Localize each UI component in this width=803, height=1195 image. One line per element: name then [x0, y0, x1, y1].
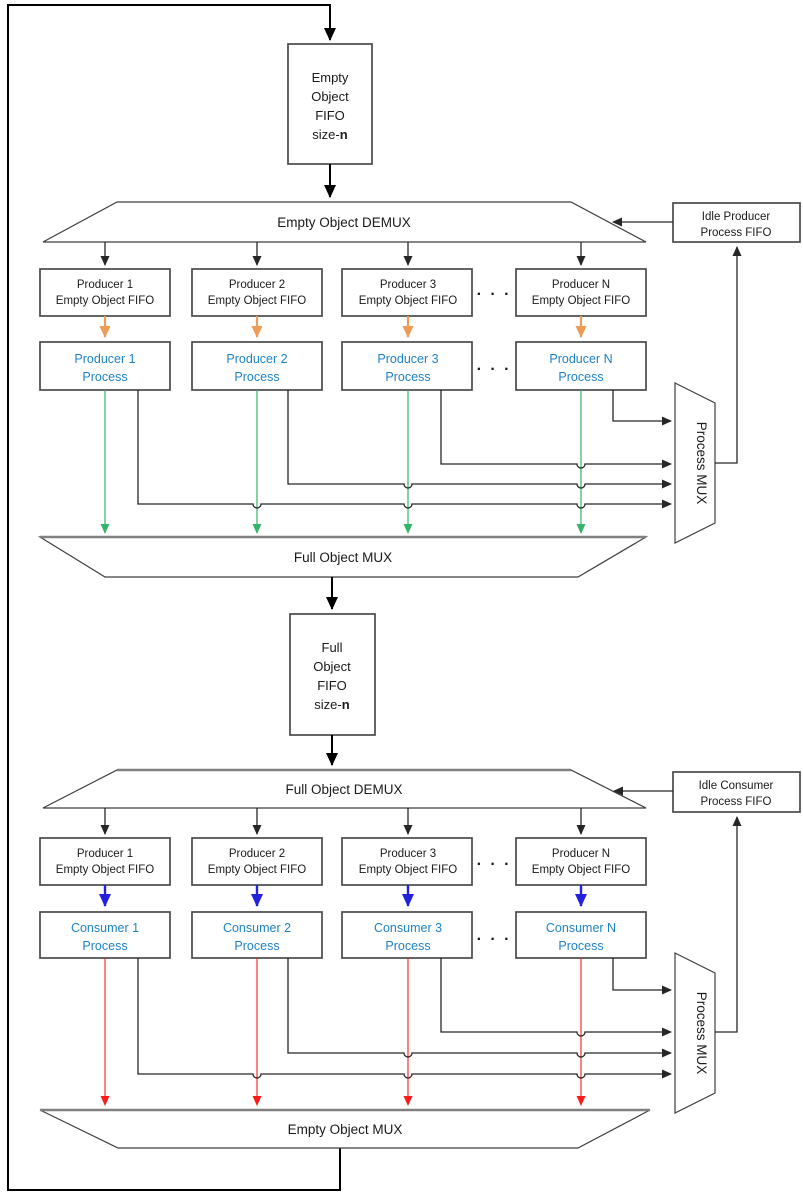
- producer-process-mux-label: Process MUX: [694, 422, 709, 505]
- ellipsis-dots: · · ·: [477, 931, 512, 948]
- full-object-fifo-box: [289, 613, 376, 736]
- consumer-side-fifo-label: Empty Object FIFO: [359, 864, 457, 876]
- ellipsis-dots: · · ·: [477, 286, 512, 303]
- producer-fifo-label: Producer 1: [77, 279, 133, 291]
- producer-fifo-label: Empty Object FIFO: [359, 295, 457, 307]
- consumer-side-fifo-label: Producer 2: [229, 848, 285, 860]
- consumer-process-mux-label: Process MUX: [694, 992, 709, 1075]
- producer-fifo-label: Empty Object FIFO: [208, 295, 306, 307]
- idle-producer-fifo-label: Process FIFO: [701, 227, 772, 239]
- empty-object-demux-label: Empty Object DEMUX: [277, 215, 411, 230]
- producer-fifo-label: Empty Object FIFO: [56, 295, 154, 307]
- process-to-processmux-connector: [287, 958, 672, 1058]
- producer-process-label: Producer 1: [74, 352, 135, 366]
- full-object-fifo-label: Full: [322, 640, 343, 655]
- consumer-side-fifo-label: Empty Object FIFO: [56, 864, 154, 876]
- full-object-demux-label: Full Object DEMUX: [285, 782, 402, 797]
- producer-process-label: Process: [558, 370, 603, 384]
- consumer-side-fifo-box-3: [341, 837, 473, 886]
- producer-process-label: Producer N: [549, 352, 612, 366]
- consumer-side-fifo-label: Producer 1: [77, 848, 133, 860]
- producer-fifo-label: Producer 2: [229, 279, 285, 291]
- empty-object-demux-shape: [42, 201, 647, 243]
- consumer-process-box-1: [39, 911, 171, 959]
- idle-consumer-fifo-box: [672, 771, 801, 813]
- producer-fifo-label: Producer 3: [380, 279, 436, 291]
- idle-consumer-fifo-label: Idle Consumer: [699, 780, 774, 792]
- processmux-to-idle-connector: [715, 816, 742, 1033]
- consumer-side-fifo-box-n: [515, 837, 647, 886]
- producer-fifo-label: Producer N: [552, 279, 610, 291]
- empty-object-fifo-label: Empty: [312, 70, 349, 85]
- consumer-side-fifo-label: Producer 3: [380, 848, 436, 860]
- consumer-side-fifo-label: Empty Object FIFO: [208, 864, 306, 876]
- consumer-side-fifo-box-1: [39, 837, 171, 886]
- consumer-process-box-3: [341, 911, 473, 959]
- consumer-process-box-2: [191, 911, 323, 959]
- producer-fifo-box-1: [39, 268, 171, 317]
- consumer-process-label: Consumer 1: [71, 921, 139, 935]
- full-object-mux-label: Full Object MUX: [294, 550, 392, 565]
- empty-object-mux-label: Empty Object MUX: [288, 1122, 403, 1137]
- full-object-fifo-label: FIFO: [317, 678, 347, 693]
- consumer-process-label: Consumer N: [546, 921, 616, 935]
- consumer-process-label: Process: [234, 939, 279, 953]
- ellipsis-dots: · · ·: [477, 361, 512, 378]
- producer-process-label: Process: [234, 370, 279, 384]
- process-to-processmux-connector: [440, 958, 672, 1037]
- idle-consumer-fifo-label: Process FIFO: [701, 796, 772, 808]
- full-object-fifo-size-label: size-n: [314, 697, 349, 712]
- consumer-process-label: Process: [385, 939, 430, 953]
- producer-process-label: Producer 3: [377, 352, 438, 366]
- empty-object-fifo-size-label: size-n: [312, 127, 347, 142]
- recycle-loop-connector: [7, 4, 341, 1191]
- consumer-process-label: Process: [558, 939, 603, 953]
- producer-fifo-box-2: [191, 268, 323, 317]
- producer-process-box-3: [341, 341, 473, 391]
- consumer-side-fifo-label: Empty Object FIFO: [532, 864, 630, 876]
- process-to-processmux-connector: [612, 390, 672, 426]
- process-to-processmux-connector: [287, 390, 672, 489]
- process-to-processmux-connector: [137, 390, 672, 509]
- producer-process-mux-shape: [674, 382, 716, 544]
- producer-process-label: Producer 2: [226, 352, 287, 366]
- consumer-process-mux-shape: [674, 952, 716, 1114]
- idle-producer-fifo-label: Idle Producer: [702, 211, 771, 223]
- ellipsis-dots: · · ·: [477, 856, 512, 873]
- consumer-side-fifo-box-2: [191, 837, 323, 886]
- process-to-processmux-connector: [612, 958, 672, 995]
- process-to-processmux-connector: [137, 958, 672, 1079]
- consumer-process-label: Consumer 2: [223, 921, 291, 935]
- full-object-fifo-label: Object: [313, 659, 351, 674]
- process-to-processmux-connector: [440, 390, 672, 469]
- idle-producer-fifo-box: [672, 202, 801, 243]
- producer-fifo-label: Empty Object FIFO: [532, 295, 630, 307]
- producer-process-label: Process: [82, 370, 127, 384]
- processmux-to-idle-connector: [715, 246, 742, 464]
- consumer-process-box-n: [515, 911, 647, 959]
- empty-object-fifo-box: [287, 43, 373, 165]
- empty-object-fifo-label: FIFO: [315, 108, 345, 123]
- empty-object-fifo-label: Object: [311, 89, 349, 104]
- consumer-process-label: Process: [82, 939, 127, 953]
- producer-fifo-box-n: [515, 268, 647, 317]
- consumer-side-fifo-label: Producer N: [552, 848, 610, 860]
- producer-fifo-box-3: [341, 268, 473, 317]
- producer-process-box-1: [39, 341, 171, 391]
- consumer-process-label: Consumer 3: [374, 921, 442, 935]
- producer-process-label: Process: [385, 370, 430, 384]
